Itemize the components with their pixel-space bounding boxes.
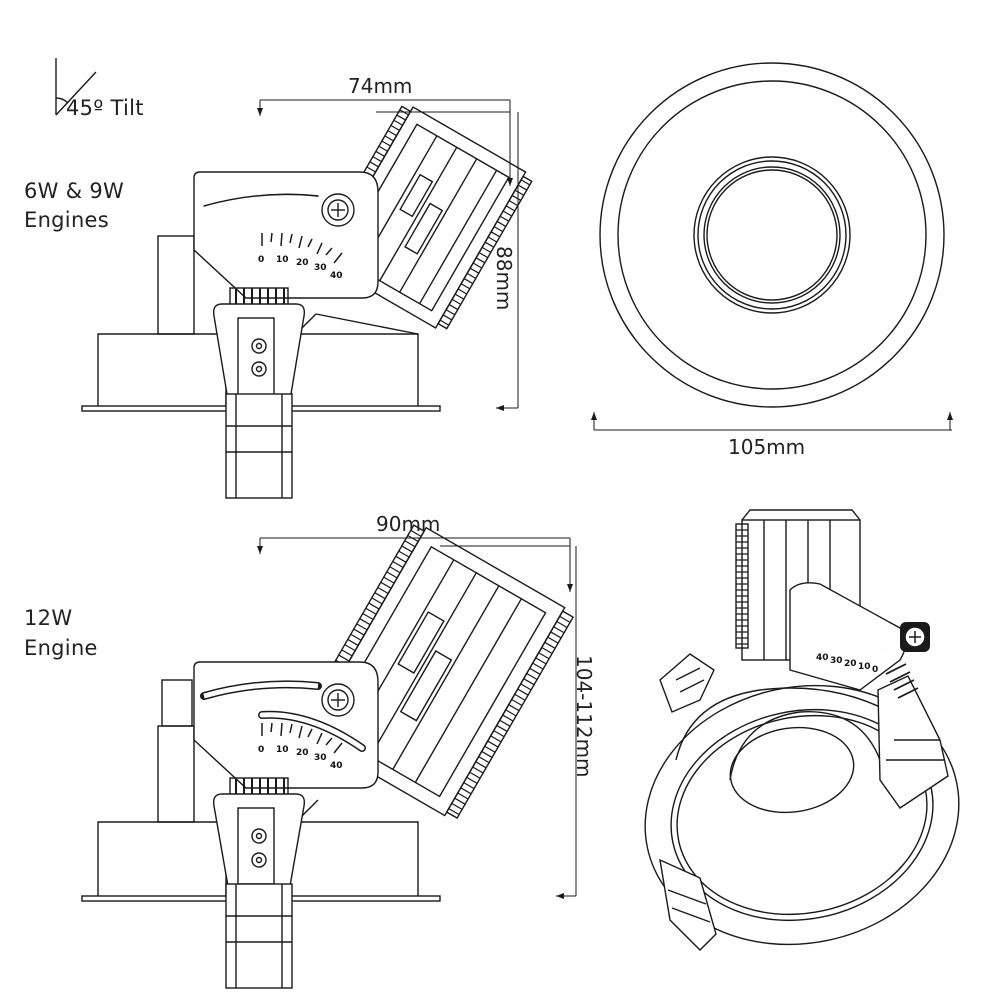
tilt-label: 45º Tilt	[66, 96, 144, 120]
large-engine-side-view: 0 10 20 30 40	[81, 524, 577, 989]
mounting-clip	[212, 287, 306, 499]
scale-tick-40-lower: 40	[330, 761, 343, 771]
persp-scale-tick-0: 0	[872, 665, 878, 675]
front-view	[591, 62, 953, 431]
scale-tick-40: 40	[330, 271, 343, 281]
tilt-locking-knob-icon	[321, 193, 355, 227]
mounting-clip-lower	[212, 777, 306, 989]
persp-scale-tick-20: 20	[844, 659, 857, 669]
persp-knob-icon	[900, 622, 930, 652]
diameter-105-dim: 105mm	[728, 435, 806, 459]
scale-tick-20: 20	[296, 258, 309, 268]
perspective-view: 40 30 20 10 0	[644, 509, 960, 951]
scale-tick-0-lower: 0	[258, 745, 264, 755]
small-engines-label-line1: 6W & 9W	[24, 179, 125, 203]
scale-tick-30-lower: 30	[314, 753, 327, 763]
persp-scale-tick-40: 40	[816, 653, 829, 663]
small-engine-side-view: 0 10 20 30 40	[81, 99, 533, 499]
scale-tick-10: 10	[276, 255, 289, 265]
tilt-angle-icon	[55, 58, 97, 116]
small-engines-label-line2: Engines	[24, 208, 110, 232]
scale-tick-20-lower: 20	[296, 748, 309, 758]
large-engine-label-line2: Engine	[24, 636, 98, 660]
persp-scale-tick-10: 10	[858, 662, 871, 672]
large-engine-label-line1: 12W	[24, 606, 73, 630]
scale-tick-10-lower: 10	[276, 745, 289, 755]
persp-scale-tick-30: 30	[830, 656, 843, 666]
scale-tick-30: 30	[314, 263, 327, 273]
tilt-locking-knob-lower-icon	[321, 683, 355, 717]
width-74-dim: 74mm	[348, 74, 413, 98]
scale-tick-0: 0	[258, 255, 264, 265]
